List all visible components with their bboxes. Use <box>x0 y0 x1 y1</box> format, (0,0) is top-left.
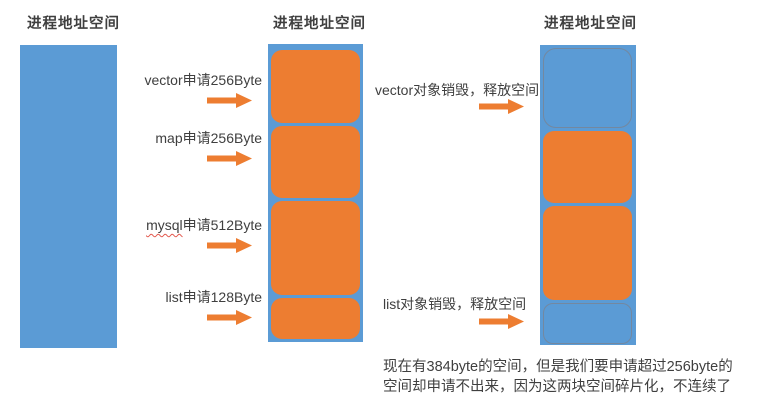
allocated-block-map <box>271 126 360 198</box>
arrow-right-icon <box>207 151 252 171</box>
arrow-right-icon <box>207 93 252 113</box>
allocated-block-mysql <box>271 201 360 295</box>
alloc-step-mysql: mysql申请512Byte <box>137 215 262 258</box>
alloc-label-list: list申请128Byte <box>165 289 262 305</box>
note-line-2: 空间却申请不出来，因为这两块空间碎片化，不连续了 <box>383 379 731 395</box>
address-space-title-left: 进程地址空间 <box>27 16 120 32</box>
alloc-label-map: map申请256Byte <box>155 130 262 146</box>
allocated-block-vector <box>271 50 360 123</box>
arrow-right-icon <box>207 238 252 258</box>
allocated-block-list <box>271 298 360 339</box>
address-space-right <box>540 45 636 345</box>
allocated-block-mysql <box>543 206 632 300</box>
arrow-right-icon <box>479 99 524 119</box>
alloc-step-map: map申请256Byte <box>137 128 262 171</box>
freed-block-vector <box>543 48 632 128</box>
allocated-block-map <box>543 131 632 203</box>
freed-block-list <box>543 303 632 344</box>
address-space-title-middle: 进程地址空间 <box>273 16 366 32</box>
address-space-title-right: 进程地址空间 <box>544 16 637 32</box>
spellcheck-underlined-word: mysql <box>146 217 183 233</box>
alloc-label-vector: vector申请256Byte <box>144 72 263 88</box>
alloc-step-list: list申请128Byte <box>137 287 262 330</box>
alloc-step-vector: vector申请256Byte <box>137 70 262 113</box>
free-label-list: list对象销毁，释放空间 <box>383 296 527 312</box>
alloc-label-mysql: mysql申请512Byte <box>146 217 262 233</box>
arrow-right-icon <box>207 310 252 330</box>
arrow-right-icon <box>479 314 524 334</box>
note-line-1: 现在有384byte的空间，但是我们要申请超过256byte的 <box>383 359 733 375</box>
address-space-middle <box>268 44 363 342</box>
note-text: 现在有384byte的空间，但是我们要申请超过256byte的 空间却申请不出来… <box>383 357 743 397</box>
address-space-left <box>20 45 117 348</box>
free-label-vector: vector对象销毁，释放空间 <box>375 82 540 98</box>
